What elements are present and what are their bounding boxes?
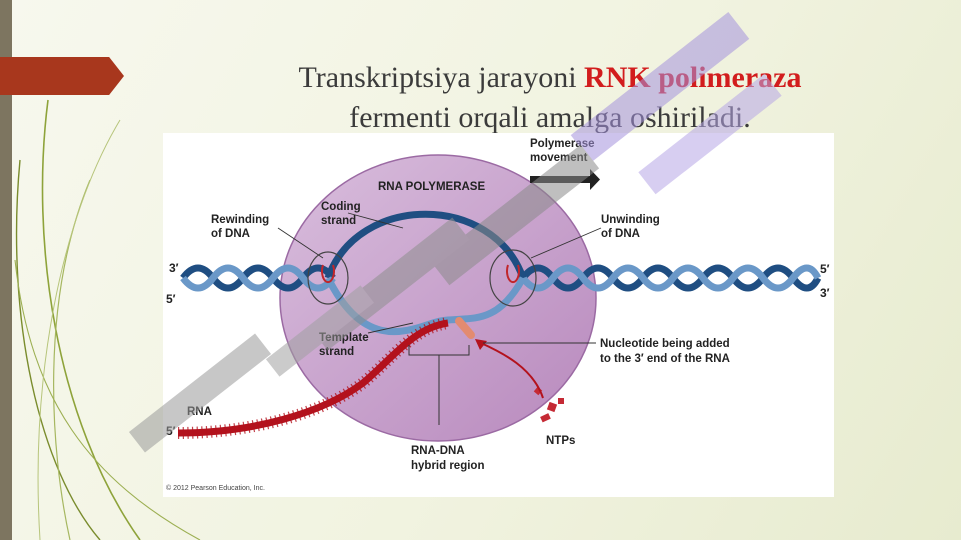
hybrid-label-line1: RNA-DNA bbox=[411, 445, 465, 457]
right-3prime-label: 3′ bbox=[820, 286, 830, 300]
coding-label-line1: Coding bbox=[321, 201, 361, 213]
unwinding-label-line1: Unwinding bbox=[601, 214, 660, 226]
coding-label-line2: strand bbox=[321, 215, 356, 227]
template-label-line1: Template bbox=[319, 332, 369, 344]
transcription-figure: RNA POLYMERASE Polymerase movement Codin… bbox=[163, 133, 834, 497]
right-5prime-label: 5′ bbox=[820, 262, 830, 276]
ntp-arrow bbox=[480, 342, 544, 399]
unwinding-label-line2: of DNA bbox=[601, 228, 640, 240]
left-3prime-label: 3′ bbox=[169, 261, 179, 275]
movement-label-line1: Polymerase bbox=[530, 138, 595, 150]
nucleotide-label-line1: Nucleotide being added bbox=[600, 338, 730, 350]
ntps-label: NTPs bbox=[546, 435, 575, 447]
template-label-line2: strand bbox=[319, 346, 354, 358]
left-5prime-label: 5′ bbox=[166, 292, 176, 306]
rna-label: RNA bbox=[187, 406, 212, 418]
hybrid-label-line2: hybrid region bbox=[411, 460, 484, 472]
transcription-diagram: RNA POLYMERASE Polymerase movement Codin… bbox=[166, 138, 830, 492]
arrow-tab-decoration bbox=[0, 57, 124, 95]
rewinding-label-line1: Rewinding bbox=[211, 214, 269, 226]
title-text-part1: Transkriptsiya jarayoni bbox=[298, 61, 585, 94]
movement-arrow bbox=[530, 169, 600, 190]
movement-label-line2: movement bbox=[530, 152, 588, 164]
copyright-text: © 2012 Pearson Education, Inc. bbox=[166, 484, 265, 492]
nucleotide-label-line2: to the 3′ end of the RNA bbox=[600, 353, 730, 365]
rewinding-label-line2: of DNA bbox=[211, 228, 250, 240]
slide-title: Transkriptsiya jarayoni RNK polimeraza f… bbox=[240, 58, 860, 138]
title-text-part2: fermenti orqali amalga oshiriladi. bbox=[349, 101, 751, 134]
rna-5prime-label: 5′ bbox=[166, 424, 176, 438]
title-highlight: RNK polimeraza bbox=[584, 61, 802, 94]
enzyme-label: RNA POLYMERASE bbox=[378, 181, 485, 193]
left-accent-bar bbox=[0, 0, 12, 540]
dna-helix-left bbox=[180, 264, 336, 292]
